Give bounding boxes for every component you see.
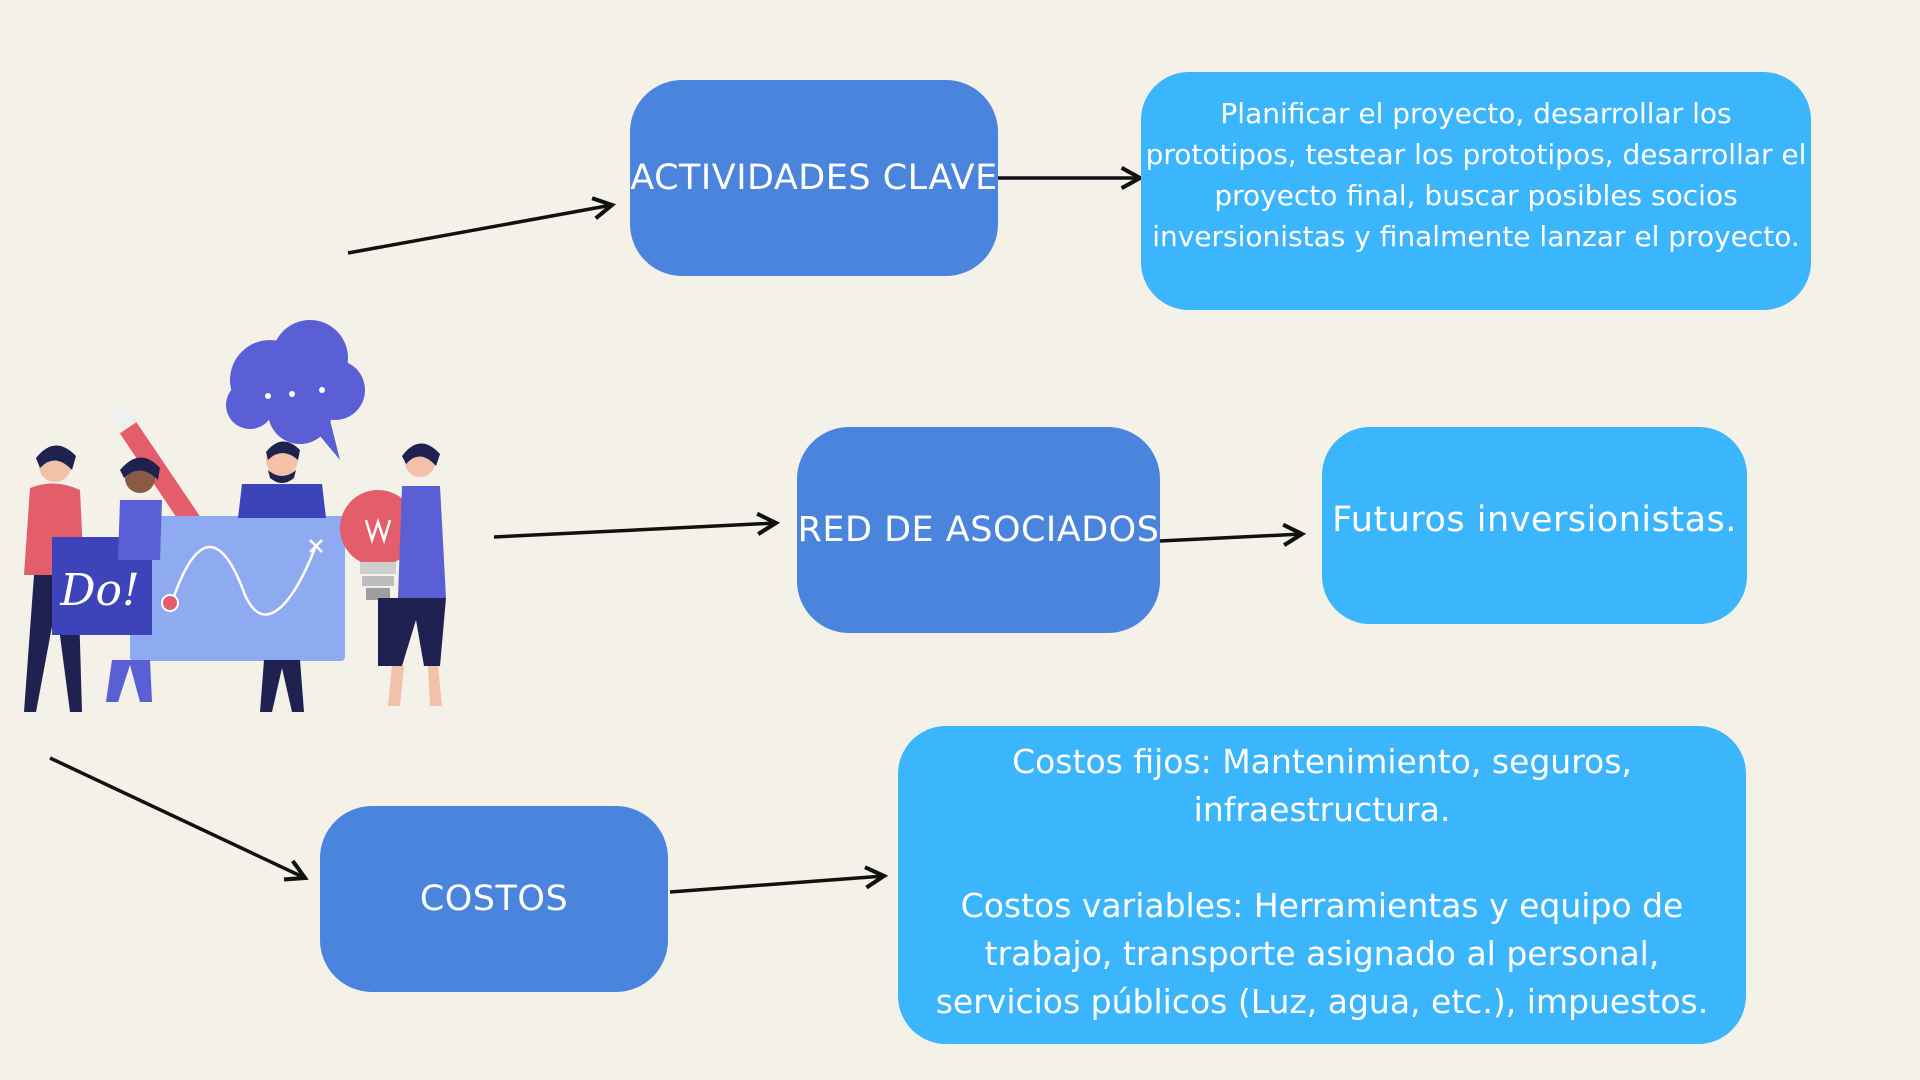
red-detalle-box: Futuros inversionistas. — [1322, 427, 1747, 624]
board — [130, 516, 345, 661]
actividades-detalle-text: Planificar el proyecto, desarrollar los … — [1145, 97, 1807, 253]
team-illustration: Do! — [24, 320, 446, 712]
arrow-to-costos — [49, 756, 305, 878]
pencil-icon — [108, 405, 204, 533]
costos-detalle-box: Costos fijos: Mantenimiento, seguros, in… — [898, 726, 1746, 1044]
costos-fijos-text: Costos fijos: Mantenimiento, seguros, in… — [1012, 742, 1632, 829]
actividades-detalle-box: Planificar el proyecto, desarrollar los … — [1141, 72, 1811, 310]
red-detalle-text: Futuros inversionistas. — [1332, 499, 1737, 540]
do-sign-text: Do! — [59, 565, 139, 616]
arrow-costos-to-detalle — [669, 876, 884, 894]
costos-variables-text: Costos variables: Herramientas y equipo … — [935, 886, 1709, 1021]
red-de-asociados-label: RED DE ASOCIADOS — [797, 510, 1160, 550]
arrow-to-red — [493, 523, 776, 539]
costos-label: COSTOS — [419, 879, 569, 919]
actividades-clave-box: ACTIVIDADES CLAVE — [630, 80, 998, 276]
costos-box: COSTOS — [320, 806, 668, 992]
arrow-red-to-detalle — [1159, 534, 1302, 541]
actividades-clave-label: ACTIVIDADES CLAVE — [630, 158, 998, 198]
speech-bubble-icon — [226, 320, 365, 460]
red-de-asociados-box: RED DE ASOCIADOS — [797, 427, 1160, 633]
lightbulb-icon — [340, 490, 416, 600]
arrow-to-actividades — [347, 205, 612, 255]
